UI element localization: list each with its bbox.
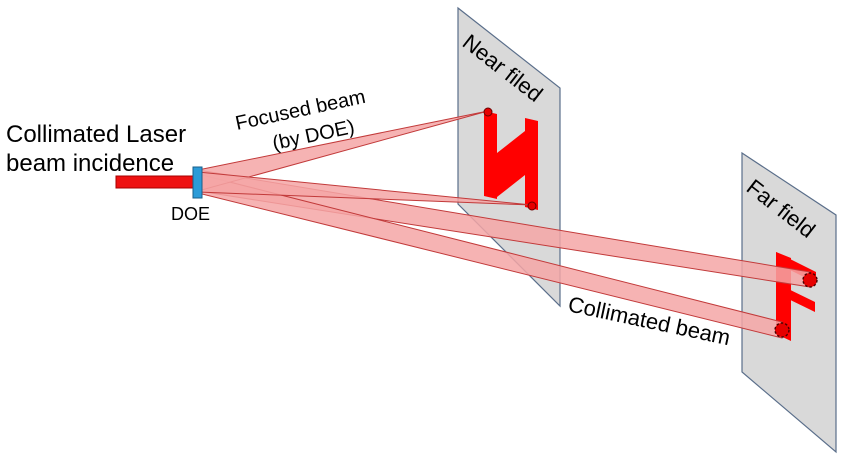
near-field-letter-n (484, 111, 538, 210)
near-focus-point-top (483, 107, 493, 117)
far-spot-upper (802, 272, 818, 288)
incidence-label-line2: beam incidence (6, 150, 174, 177)
doe-label: DOE (171, 204, 210, 224)
far-spot-lower (774, 322, 790, 338)
incident-laser-beam (115, 175, 198, 189)
incidence-label-line1: Collimated Laser (6, 121, 186, 148)
near-focus-point-bottom (527, 201, 537, 211)
far-field-letter-f-mid-bar (776, 283, 815, 312)
doe-element (192, 166, 203, 199)
